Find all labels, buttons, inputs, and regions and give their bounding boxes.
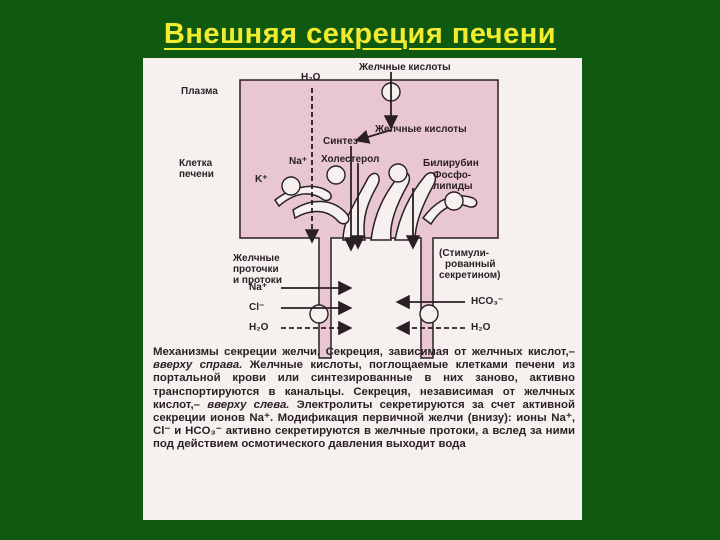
caption-italic-1: вверху справа.: [153, 359, 243, 372]
label-liver-cell-2: печени: [179, 169, 214, 180]
label-synthesis: Синтез: [323, 136, 358, 147]
figure-caption: Механизмы секреции желчи. Секреция, зави…: [153, 346, 575, 452]
label-hco3: HCO₃⁻: [471, 296, 504, 307]
label-h2o-top: H₂O: [301, 72, 321, 83]
label-h2o-bottom-right: H₂O: [471, 322, 491, 333]
slide-title: Внешняя секреция печени: [163, 18, 557, 50]
caption-italic-2: вверху слева.: [207, 398, 290, 411]
label-na-bottom: Na⁺: [249, 282, 268, 293]
label-bile-acids-mid: Желчные кислоты: [375, 124, 467, 135]
label-plasma: Плазма: [181, 86, 218, 97]
label-stim-1: (Стимули-: [439, 248, 490, 259]
label-na-top: Na⁺: [289, 156, 308, 167]
label-bile-acids-top: Желчные кислоты: [359, 62, 451, 73]
label-cholesterol: Холестерол: [321, 154, 380, 165]
label-ducts-1: Желчные: [233, 253, 280, 264]
label-cl-bottom: Cl⁻: [249, 302, 265, 313]
caption-part-2: Желчные кислоты, поглощаемые клетками пе…: [153, 359, 575, 411]
label-ducts-2: проточки: [233, 264, 279, 275]
label-phospho-2: липиды: [433, 181, 473, 192]
label-phospho-1: Фосфо-: [433, 170, 472, 181]
label-k-plus: K⁺: [255, 174, 268, 185]
label-stim-3: секретином): [439, 270, 501, 281]
label-ducts-3: и протоки: [233, 275, 282, 286]
liver-cell-region: [239, 79, 499, 359]
label-bilirubin: Билирубин: [423, 158, 479, 169]
secretion-diagram: [239, 72, 499, 359]
caption-part-3: Электролиты секретируются за счет активн…: [153, 398, 575, 451]
scanned-figure: Плазма H₂O Желчные кислоты Синтез Желчны…: [143, 58, 582, 520]
label-liver-cell-1: Клетка: [179, 158, 213, 169]
label-h2o-bottom-left: H₂O: [249, 322, 269, 333]
caption-part-1: Механизмы секреции желчи. Секреция, зави…: [153, 346, 575, 358]
transport-arrows: [281, 72, 465, 336]
label-stim-2: рованный: [445, 259, 496, 270]
